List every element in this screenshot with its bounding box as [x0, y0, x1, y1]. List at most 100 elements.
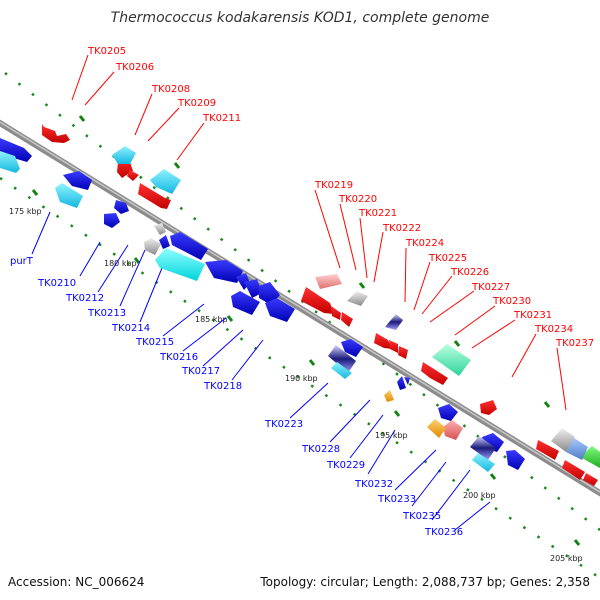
gene-label: TK0216	[159, 352, 198, 363]
gene-label: TK0218	[203, 381, 242, 392]
gene-label: TK0236	[424, 527, 463, 538]
gene-label: TK0234	[534, 324, 573, 335]
forward-genes	[42, 124, 600, 486]
major-tick	[393, 410, 401, 417]
map-title: Thermococcus kodakarensis KOD1, complete…	[111, 10, 490, 26]
gene-arrow	[159, 235, 170, 249]
gene-label: TK0223	[264, 419, 303, 430]
genome-backbone	[0, 119, 600, 497]
gene-arrow	[63, 171, 92, 190]
gene-label: TK0235	[402, 511, 441, 522]
gene-label: TK0228	[301, 444, 340, 455]
leader-line	[79, 241, 101, 277]
gene-box	[154, 223, 166, 235]
gene-arrow	[398, 346, 408, 359]
gene-arrow	[170, 232, 208, 260]
gene-arrow	[389, 340, 398, 353]
gene-arrow	[404, 377, 410, 385]
gene-label: TK0224	[405, 238, 444, 249]
gene-arrow	[341, 339, 363, 357]
gene-label: TK0213	[87, 308, 126, 319]
gene-arrow	[42, 124, 70, 143]
gene-label: TK0232	[354, 479, 393, 490]
gene-arrow	[583, 473, 598, 486]
gene-arrow	[265, 298, 295, 322]
gene-arrow	[438, 404, 458, 421]
major-tick	[78, 115, 86, 122]
gene-arrow	[205, 260, 243, 283]
gene-label: TK0209	[177, 98, 216, 109]
gene-box	[155, 248, 205, 281]
gene-box	[443, 420, 463, 440]
leader-line	[471, 319, 516, 349]
reverse-gene-labels: purT TK0210 TK0212 TK0213 TK0214 TK0215 …	[10, 256, 463, 538]
leader-line	[162, 303, 205, 337]
gene-box	[384, 390, 394, 402]
gene-arrow	[536, 440, 559, 460]
kbp-label: 205 kbp	[550, 554, 583, 563]
leader-line	[31, 211, 51, 255]
gene-arrow	[114, 200, 129, 214]
gene-label: TK0230	[492, 296, 531, 307]
leader-line	[394, 449, 437, 491]
gene-arrow	[562, 460, 585, 480]
gene-arrow	[374, 333, 392, 349]
gene-label: TK0220	[338, 194, 377, 205]
gene-label: TK0219	[314, 180, 353, 191]
major-tick	[31, 189, 39, 196]
gene-label: TK0208	[151, 84, 190, 95]
major-ticks	[31, 115, 581, 546]
major-tick	[173, 162, 181, 169]
gene-label: purT	[10, 256, 34, 267]
gene-box	[580, 446, 600, 468]
gene-label: TK0211	[202, 113, 241, 124]
gene-label: TK0225	[428, 253, 467, 264]
leader-line	[147, 107, 180, 142]
kbp-label: 200 kbp	[463, 491, 496, 500]
gene-arrow	[341, 312, 353, 327]
leader-line	[367, 429, 396, 475]
gene-arrow	[480, 400, 497, 415]
leader-line	[431, 469, 471, 521]
topology-summary: Topology: circular; Length: 2,088,737 bp…	[259, 575, 590, 589]
leader-line	[359, 217, 368, 279]
accession-text: Accession: NC_006624	[8, 575, 144, 589]
kbp-label: 180 kbp	[104, 259, 137, 268]
gene-arrow	[231, 291, 260, 315]
leader-lines	[31, 54, 567, 531]
leader-line	[314, 189, 341, 269]
gene-box	[112, 146, 136, 164]
major-tick	[358, 282, 366, 289]
kbp-label: 175 kbp	[9, 207, 42, 216]
leader-line	[202, 329, 244, 367]
gene-box	[385, 314, 403, 330]
gene-label: TK0206	[115, 62, 154, 73]
gene-label: TK0233	[377, 494, 416, 505]
leader-line	[97, 244, 129, 293]
gene-arrow	[104, 213, 120, 228]
gene-box	[470, 436, 496, 460]
gene-box	[427, 419, 446, 438]
major-tick	[543, 401, 551, 408]
leader-line	[429, 290, 475, 323]
gene-label: TK0221	[358, 208, 397, 219]
major-tick	[133, 257, 141, 264]
leader-line	[511, 333, 537, 378]
gene-arrow	[397, 376, 406, 390]
leader-line	[454, 305, 496, 336]
major-tick	[489, 473, 497, 480]
leader-line	[134, 93, 153, 136]
gene-arrow	[301, 287, 334, 314]
gene-box	[150, 169, 181, 194]
gene-label: TK0237	[555, 338, 594, 349]
gene-box	[566, 438, 588, 460]
gene-label: TK0227	[471, 282, 510, 293]
gene-box	[55, 183, 83, 208]
leader-line	[289, 382, 329, 419]
gene-label: TK0229	[326, 460, 365, 471]
reverse-genes	[0, 138, 525, 472]
gene-label: TK0215	[135, 337, 174, 348]
gene-label: TK0222	[382, 223, 421, 234]
gene-box	[0, 151, 20, 173]
leader-line	[119, 249, 146, 307]
